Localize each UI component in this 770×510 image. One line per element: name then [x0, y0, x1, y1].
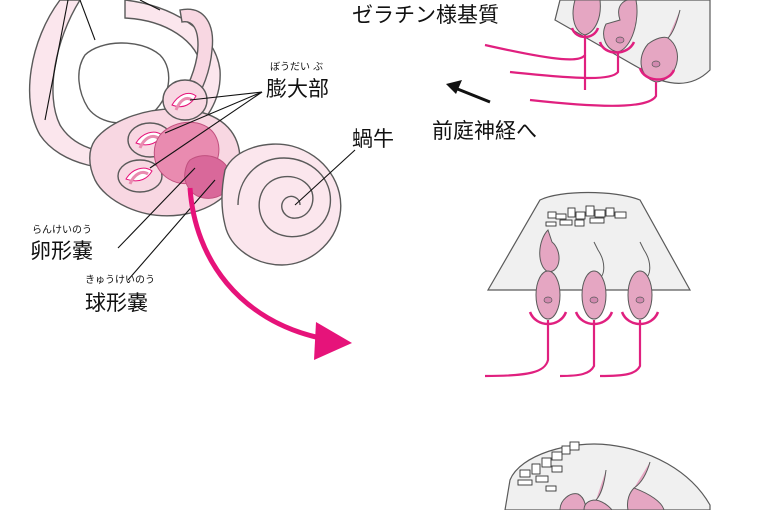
inner-ear	[28, 0, 342, 266]
leader-lines	[44, 0, 356, 281]
flow-arrow	[187, 187, 352, 360]
cochlea	[221, 143, 342, 266]
hair-cell	[528, 229, 568, 326]
hair-cell	[574, 241, 614, 326]
hair-cell	[627, 461, 665, 510]
gelatin-matrix-bottom	[504, 443, 711, 510]
otoconia-middle	[545, 205, 627, 227]
ampulla-upper	[162, 79, 208, 121]
ampulla-ruby: ぼうだい ぶ	[270, 61, 323, 73]
hair-cell	[583, 469, 613, 510]
hair-cell-panel-top	[446, 0, 711, 107]
hair-cell	[598, 0, 638, 54]
utricle-ruby: らんけいのう	[32, 224, 92, 236]
otoconia-bottom	[517, 441, 580, 492]
saccule-label: 球形嚢	[85, 291, 148, 315]
ampulla-label: 膨大部	[266, 77, 329, 101]
gelatin-label: ゼラチン様基質	[352, 3, 499, 27]
nerve-fibers-middle	[484, 320, 642, 378]
nerve-direction-arrowhead	[446, 80, 462, 94]
hair-cell-panel-bottom	[504, 441, 711, 510]
saccule-sac	[184, 155, 231, 199]
hair-cell	[638, 9, 681, 83]
cochlea-label: 蝸牛	[352, 127, 394, 151]
ampulla-lower	[117, 159, 163, 193]
hair-cell-panel-middle	[484, 191, 692, 378]
utricle-label: 卵形嚢	[30, 239, 93, 263]
cochlea-spiral	[237, 157, 332, 238]
hair-cell	[620, 241, 660, 326]
gelatin-matrix-middle	[486, 191, 692, 291]
nerve-fibers-top	[484, 35, 658, 107]
saccule-ruby: きゅうけいのう	[85, 274, 155, 286]
vestibular-nerve-label: 前庭神経へ	[432, 119, 537, 143]
